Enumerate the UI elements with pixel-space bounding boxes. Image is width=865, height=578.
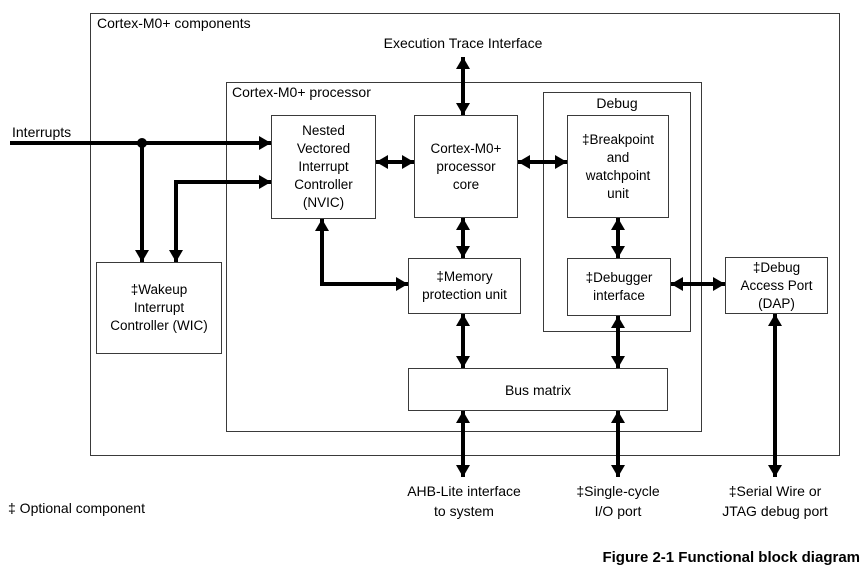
nvic-line: Vectored: [296, 141, 351, 156]
serial-wire-label-line: JTAG debug port: [722, 503, 828, 519]
io-port-label: ‡Single-cycle I/O port: [538, 481, 698, 521]
optional-component-note: ‡ Optional component: [8, 500, 145, 516]
processor-core-block: Cortex-M0+ processor core: [414, 115, 518, 218]
debugger-line: interface: [593, 288, 645, 303]
ahb-label-line: to system: [434, 503, 494, 519]
bus-matrix-block: Bus matrix: [408, 368, 668, 411]
dap-line: (DAP): [758, 295, 795, 311]
mpu-line: ‡Memory: [436, 269, 493, 284]
ahb-label: AHB-Lite interface to system: [384, 481, 544, 521]
debugger-interface-block: ‡Debugger interface: [567, 258, 671, 316]
io-port-label-line: I/O port: [594, 503, 642, 519]
nvic-line: Controller: [294, 177, 353, 192]
figure-caption: Figure 2-1 Functional block diagram: [602, 549, 860, 566]
bpu-line: unit: [607, 185, 629, 201]
io-port-label-line: ‡Single-cycle: [576, 483, 660, 499]
dap-line: ‡Debug: [752, 259, 801, 275]
wic-line: Controller (WIC): [110, 318, 208, 333]
serial-wire-label-line: ‡Serial Wire or: [728, 483, 822, 499]
nvic-line: Interrupt: [298, 159, 349, 174]
wic-line: ‡Wakeup: [130, 282, 188, 297]
nvic-block: Nested Vectored Interrupt Controller (NV…: [271, 115, 376, 219]
debugger-line: ‡Debugger: [585, 270, 653, 285]
mpu-block: ‡Memory protection unit: [408, 258, 521, 314]
wic-block: ‡Wakeup Interrupt Controller (WIC): [96, 262, 222, 354]
dap-line: Access Port: [740, 277, 813, 293]
nvic-line: Nested: [302, 123, 345, 138]
bpu-line: ‡Breakpoint: [581, 131, 655, 147]
core-line: core: [452, 176, 480, 192]
processor-frame-label: Cortex-M0+ processor: [232, 84, 371, 100]
ahb-label-line: AHB-Lite interface: [407, 483, 521, 499]
bpu-line: and: [606, 149, 630, 165]
serial-wire-label: ‡Serial Wire or JTAG debug port: [695, 481, 855, 521]
mpu-line: protection unit: [422, 287, 507, 302]
execution-trace-label: Execution Trace Interface: [383, 35, 543, 51]
bus-matrix-line: Bus matrix: [504, 381, 572, 398]
components-frame-label: Cortex-M0+ components: [97, 15, 251, 31]
debug-frame-label: Debug: [596, 95, 638, 111]
core-line: processor: [436, 158, 496, 174]
wic-line: Interrupt: [133, 300, 185, 315]
core-line: Cortex-M0+: [430, 140, 502, 156]
interrupts-label: Interrupts: [12, 124, 72, 140]
breakpoint-watchpoint-block: ‡Breakpoint and watchpoint unit: [567, 115, 669, 218]
nvic-line: (NVIC): [302, 195, 345, 210]
bpu-line: watchpoint: [585, 167, 651, 183]
dap-block: ‡Debug Access Port (DAP): [725, 257, 828, 314]
